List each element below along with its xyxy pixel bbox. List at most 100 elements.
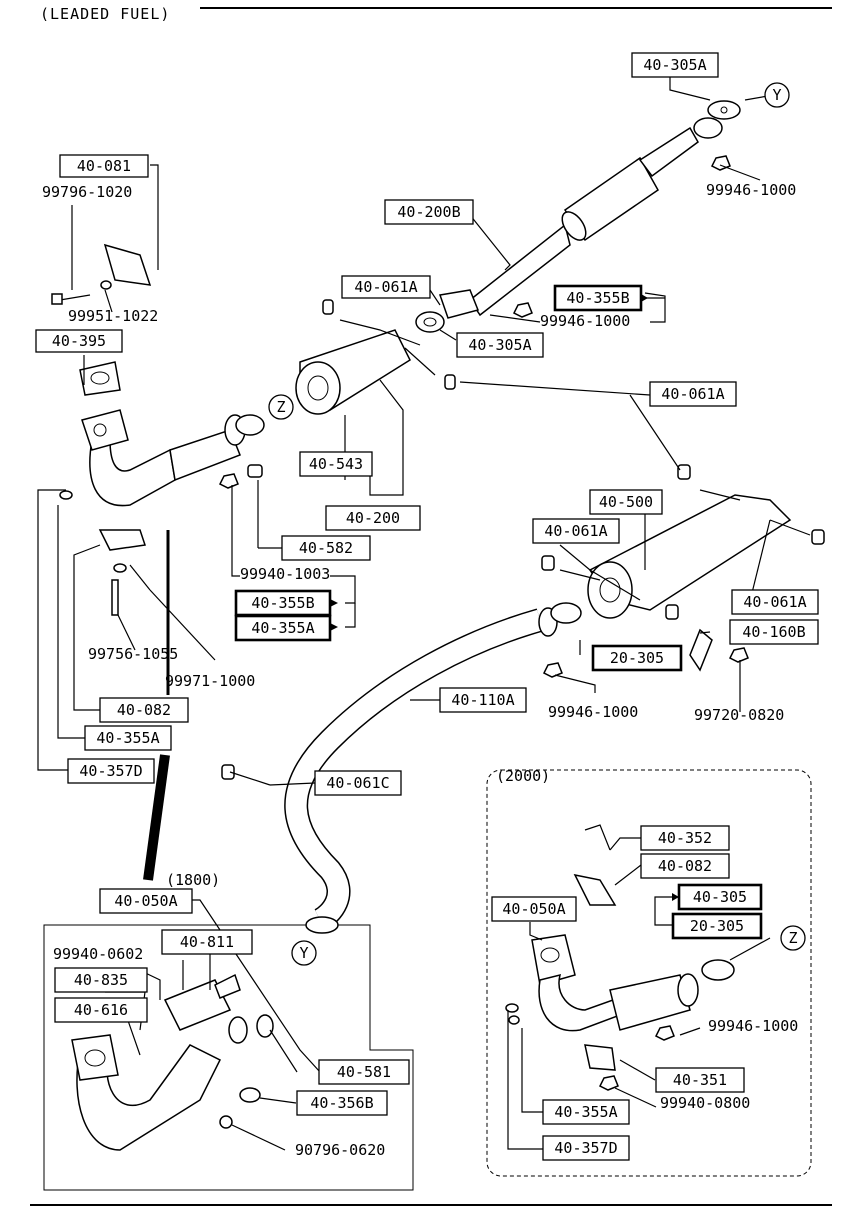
part-number-text: 40-082: [117, 701, 171, 719]
part-callout-box: [296, 1090, 388, 1116]
part-callout-box: [542, 1099, 630, 1125]
part-callout-40-305a: 40-305A: [631, 52, 719, 78]
part-callout-box: [341, 275, 431, 299]
part-callout-box: [384, 199, 474, 225]
part-number-text: 99946-1000: [540, 312, 630, 330]
part-callout-40-616: 40-616: [54, 997, 148, 1023]
part-number-text: 20-305: [610, 649, 664, 667]
part-callout-box: [314, 770, 402, 796]
part-callout-box: [491, 896, 577, 922]
part-callout-box: [677, 883, 763, 911]
part-number-text: 99971-1000: [165, 672, 255, 690]
part-callout-99946-1000: 99946-1000: [706, 181, 796, 199]
part-callout-box: [731, 589, 819, 615]
part-callout-40-305: 40-305: [677, 883, 763, 911]
part-callout-90796-0620: 90796-0620: [295, 1141, 385, 1159]
part-callout-box: [325, 505, 421, 531]
part-callout-box: [655, 1067, 745, 1093]
part-number-text: 40-581: [337, 1063, 391, 1081]
part-callout-box: [640, 853, 730, 879]
part-callout-40-081: 40-081: [59, 154, 149, 178]
part-number-text: 40-050A: [114, 892, 177, 910]
ref-marker-y-bottom: Y: [291, 940, 317, 966]
part-callout-box: [84, 725, 172, 751]
part-number-text: 99946-1000: [708, 1017, 798, 1035]
part-number-text: 99940-1003: [240, 565, 330, 583]
part-callout-40-582: 40-582: [281, 535, 371, 561]
ref-z-text: Z: [788, 929, 797, 947]
part-callout-20-305: 20-305: [671, 912, 763, 940]
part-number-text: 40-061A: [544, 522, 607, 540]
part-callout-99720-0820: 99720-0820: [694, 706, 784, 724]
part-number-text: 99951-1022: [68, 307, 158, 325]
part-number-text: 40-050A: [502, 900, 565, 918]
part-number-text: 40-061A: [354, 278, 417, 296]
part-number-text: 40-355B: [251, 594, 314, 612]
part-callout-box: [161, 929, 253, 955]
part-callout-box: [54, 967, 148, 993]
part-callout-40-160b: 40-160B: [729, 619, 819, 645]
ref-y-text: Y: [299, 944, 308, 962]
part-number-text: 99946-1000: [706, 181, 796, 199]
part-callout-40-355b: 40-355B: [234, 589, 332, 617]
part-callout-box: [99, 697, 189, 723]
part-callout-box: [439, 687, 527, 713]
ref-z-text: Z: [276, 398, 285, 416]
part-callout-40-050a: 40-050A: [491, 896, 577, 922]
part-number-text: 40-305A: [468, 336, 531, 354]
part-number-text: 99940-0800: [660, 1094, 750, 1112]
part-callout-40-082: 40-082: [640, 853, 730, 879]
part-number-text: 40-061A: [743, 593, 806, 611]
part-callout-40-061a: 40-061A: [731, 589, 819, 615]
part-callout-40-355a: 40-355A: [84, 725, 172, 751]
gasket-40-305a: [415, 311, 445, 333]
part-callout-box: [99, 888, 193, 914]
part-number-text: 40-355A: [96, 729, 159, 747]
part-callout-99940-1003: 99940-1003: [240, 565, 330, 583]
part-callout-99796-1020: 99796-1020: [42, 183, 132, 201]
part-callout-box: [671, 912, 763, 940]
part-number-text: 40-356B: [310, 1094, 373, 1112]
part-callout-40-061c: 40-061C: [314, 770, 402, 796]
ref-marker-z-2000: Z: [780, 925, 806, 951]
part-number-text: 40-061C: [326, 774, 389, 792]
part-callout-99946-1000: 99946-1000: [708, 1017, 798, 1035]
part-callout-box: [35, 329, 123, 353]
part-callout-box: [729, 619, 819, 645]
part-number-text: 40-811: [180, 933, 234, 951]
part-callout-99951-1022: 99951-1022: [68, 307, 158, 325]
part-callout-box: [59, 154, 149, 178]
part-callout-40-305a: 40-305A: [456, 332, 544, 358]
manifold-pipe-1800: [71, 973, 274, 1151]
part-number-text: 40-355A: [554, 1103, 617, 1121]
part-callout-40-061a: 40-061A: [341, 275, 431, 299]
manifold-pipe-2000: [531, 824, 735, 1071]
part-number-text: 99796-1020: [42, 183, 132, 201]
part-callout-40-356b: 40-356B: [296, 1090, 388, 1116]
part-number-text: 90796-0620: [295, 1141, 385, 1159]
part-number-text: 40-200B: [397, 203, 460, 221]
part-number-text: 40-616: [74, 1001, 128, 1019]
part-number-text: 40-582: [299, 539, 353, 557]
part-callout-40-061a: 40-061A: [649, 381, 737, 407]
part-callout-40-352: 40-352: [640, 825, 730, 851]
rear-pipe-40-200b: [438, 100, 741, 319]
part-callout-40-355a: 40-355A: [542, 1099, 630, 1125]
part-callout-20-305: 20-305: [591, 644, 683, 672]
leader-lines: [37, 75, 771, 1151]
part-callout-40-500: 40-500: [589, 489, 663, 515]
part-callout-99756-1055: 99756-1055: [88, 645, 178, 663]
part-number-text: 40-835: [74, 971, 128, 989]
part-callout-box: [589, 489, 663, 515]
part-number-text: 40-305: [693, 888, 747, 906]
page-header: (LEADED FUEL): [40, 5, 170, 23]
part-callout-99946-1000: 99946-1000: [548, 703, 638, 721]
part-callout-99946-1000: 99946-1000: [540, 312, 630, 330]
part-callout-99940-0800: 99940-0800: [660, 1094, 750, 1112]
part-callout-box: [318, 1059, 410, 1085]
front-flex-pipe: [79, 243, 265, 616]
part-number-text: 20-305: [690, 917, 744, 935]
part-callout-box: [54, 997, 148, 1023]
part-number-text: 40-355B: [566, 289, 629, 307]
